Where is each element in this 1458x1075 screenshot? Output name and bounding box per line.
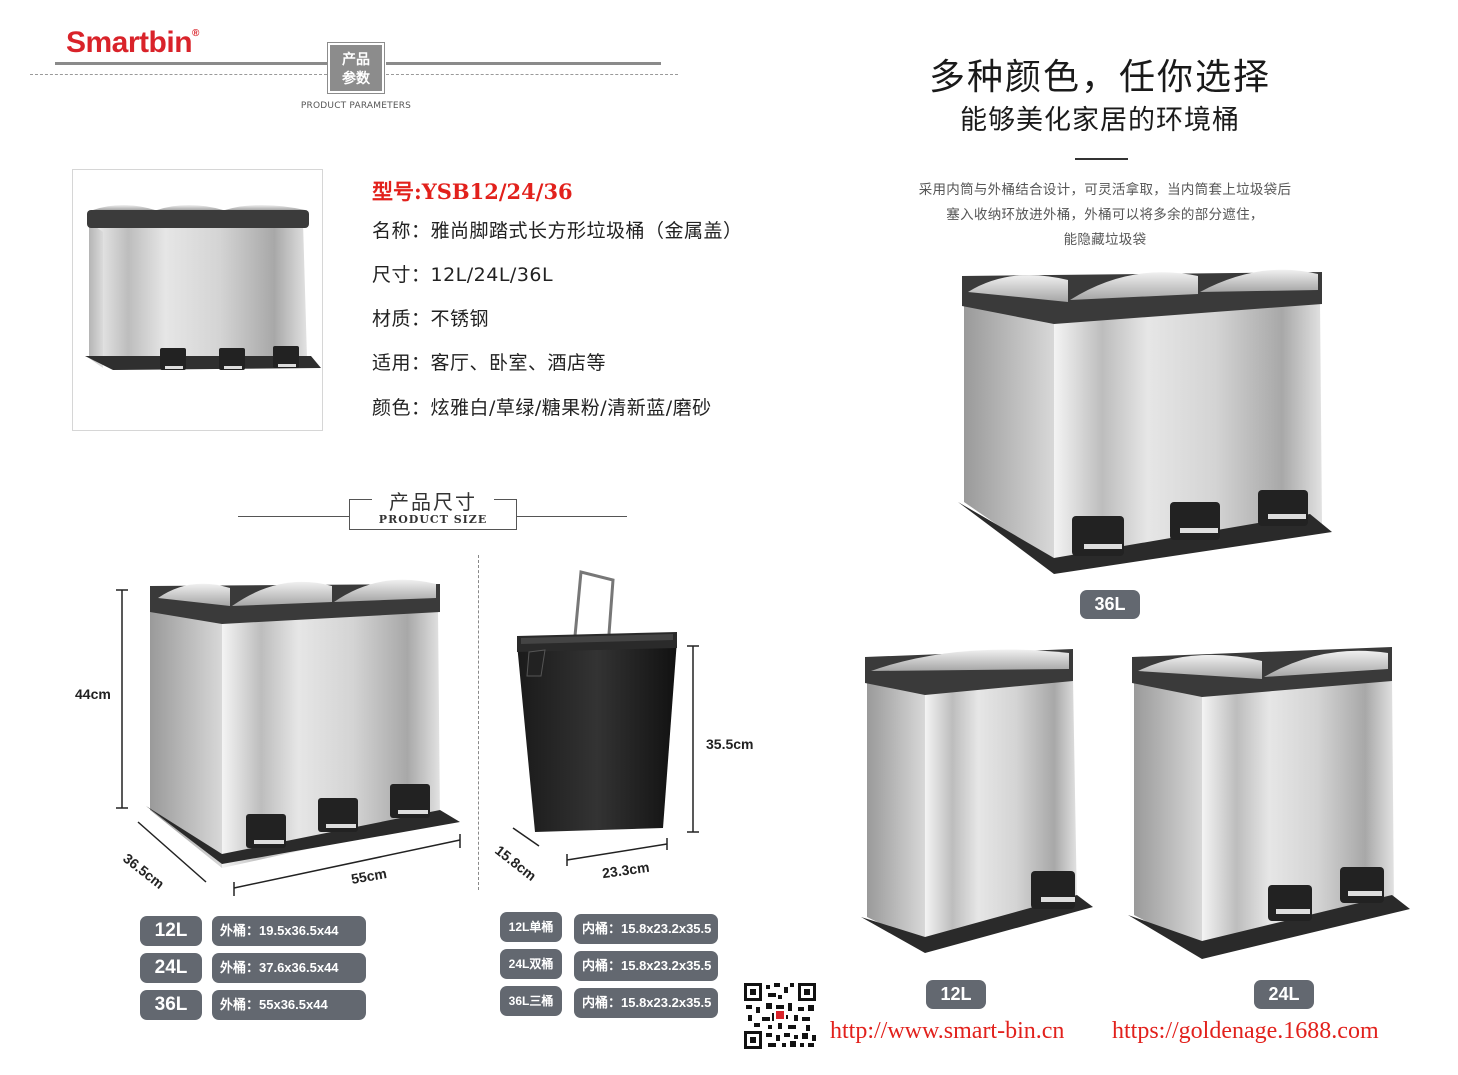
capacity-label: 12L xyxy=(140,916,202,946)
capacity-label: 24L双桶 xyxy=(500,949,562,979)
logo-mark: ® xyxy=(192,28,199,39)
table-row: 36L 外桶：55x36.5x44 xyxy=(140,990,366,1022)
inner-size-value: 内桶：15.8x23.2x35.5 xyxy=(574,988,718,1018)
spec-material: 材质：不锈钢 xyxy=(372,308,490,330)
inner-size-value: 内桶：15.8x23.2x35.5 xyxy=(574,914,718,944)
product-size-frame xyxy=(349,499,517,530)
capacity-badge-12l: 12L xyxy=(926,980,986,1009)
bin-36l-thumb-image xyxy=(85,205,321,370)
spec-color: 颜色：炫雅白/草绿/糖果粉/清新蓝/磨砂 xyxy=(372,397,712,419)
capacity-label: 36L xyxy=(140,990,202,1020)
dim-inner-height: 35.5cm xyxy=(706,736,754,752)
dim-outer-height: 44cm xyxy=(75,686,111,702)
brand-logo: Smartbin® xyxy=(66,26,199,60)
outer-size-value: 外桶：55x36.5x44 xyxy=(212,990,366,1020)
bin-12l-image xyxy=(861,649,1093,953)
outer-size-value: 外桶：19.5x36.5x44 xyxy=(212,916,366,946)
table-row: 24L双桶 内桶：15.8x23.2x35.5 xyxy=(500,949,720,981)
divider xyxy=(238,516,350,517)
capacity-label: 36L三桶 xyxy=(500,986,562,1016)
promo-description-line: 能隐藏垃圾袋 xyxy=(1063,232,1147,248)
spec-name: 名称：雅尚脚踏式长方形垃圾桶（金属盖） xyxy=(372,220,743,242)
header-rule xyxy=(55,62,327,65)
bin-24l-image xyxy=(1128,647,1410,959)
bin-36l-image xyxy=(958,269,1332,574)
qr-code-icon xyxy=(742,981,818,1051)
table-row: 12L 外桶：19.5x36.5x44 xyxy=(140,916,366,948)
table-row: 12L单桶 内桶：15.8x23.2x35.5 xyxy=(500,912,720,944)
header-rule xyxy=(386,62,661,65)
website-link[interactable]: http://www.smart-bin.cn xyxy=(830,1018,1065,1044)
header-rule-dashed xyxy=(30,74,327,75)
inner-size-table: 12L单桶 内桶：15.8x23.2x35.5 24L双桶 内桶：15.8x23… xyxy=(500,912,720,1018)
capacity-badge-36l: 36L xyxy=(1080,590,1140,619)
product-thumbnail xyxy=(72,169,323,431)
promo-subtitle: 能够美化家居的环境桶 xyxy=(960,105,1240,136)
capacity-badge-24l: 24L xyxy=(1254,980,1314,1009)
section-badge: 产品 参数 xyxy=(327,42,385,94)
outer-size-table: 12L 外桶：19.5x36.5x44 24L 外桶：37.6x36.5x44 … xyxy=(140,916,366,1022)
promo-description-line: 采用内筒与外桶结合设计，可灵活拿取，当内筒套上垃圾袋后 xyxy=(918,182,1292,198)
badge-line: 产品 xyxy=(342,52,370,68)
divider xyxy=(517,516,627,517)
table-row: 24L 外桶：37.6x36.5x44 xyxy=(140,953,366,985)
badge-line: 参数 xyxy=(342,71,370,87)
model-number: 型号:YSB12/24/36 xyxy=(372,179,573,204)
inner-size-value: 内桶：15.8x23.2x35.5 xyxy=(574,951,718,981)
store-link[interactable]: https://goldenage.1688.com xyxy=(1112,1018,1379,1044)
product-size-title: 产品尺寸 xyxy=(389,490,477,514)
promo-title: 多种颜色，任你选择 xyxy=(928,57,1271,98)
product-size-title-en: PRODUCT SIZE xyxy=(378,513,488,526)
table-row: 36L三桶 内桶：15.8x23.2x35.5 xyxy=(500,986,720,1018)
promo-description-line: 塞入收纳环放进外桶，外桶可以将多余的部分遮住， xyxy=(946,207,1264,223)
capacity-label: 12L单桶 xyxy=(500,912,562,942)
spec-usage: 适用：客厅、卧室、酒店等 xyxy=(372,352,607,374)
section-badge-subtitle: PRODUCT PARAMETERS xyxy=(300,101,412,111)
divider-dashed xyxy=(478,555,479,890)
outer-bin-dimension-drawing xyxy=(116,579,461,896)
capacity-label: 24L xyxy=(140,953,202,983)
divider xyxy=(1075,158,1128,160)
logo-text: Smartbin xyxy=(66,26,193,59)
outer-size-value: 外桶：37.6x36.5x44 xyxy=(212,953,366,983)
spec-size: 尺寸：12L/24L/36L xyxy=(372,264,554,286)
header-rule-dashed xyxy=(386,74,678,75)
inner-bucket-dimension-drawing xyxy=(512,570,699,866)
